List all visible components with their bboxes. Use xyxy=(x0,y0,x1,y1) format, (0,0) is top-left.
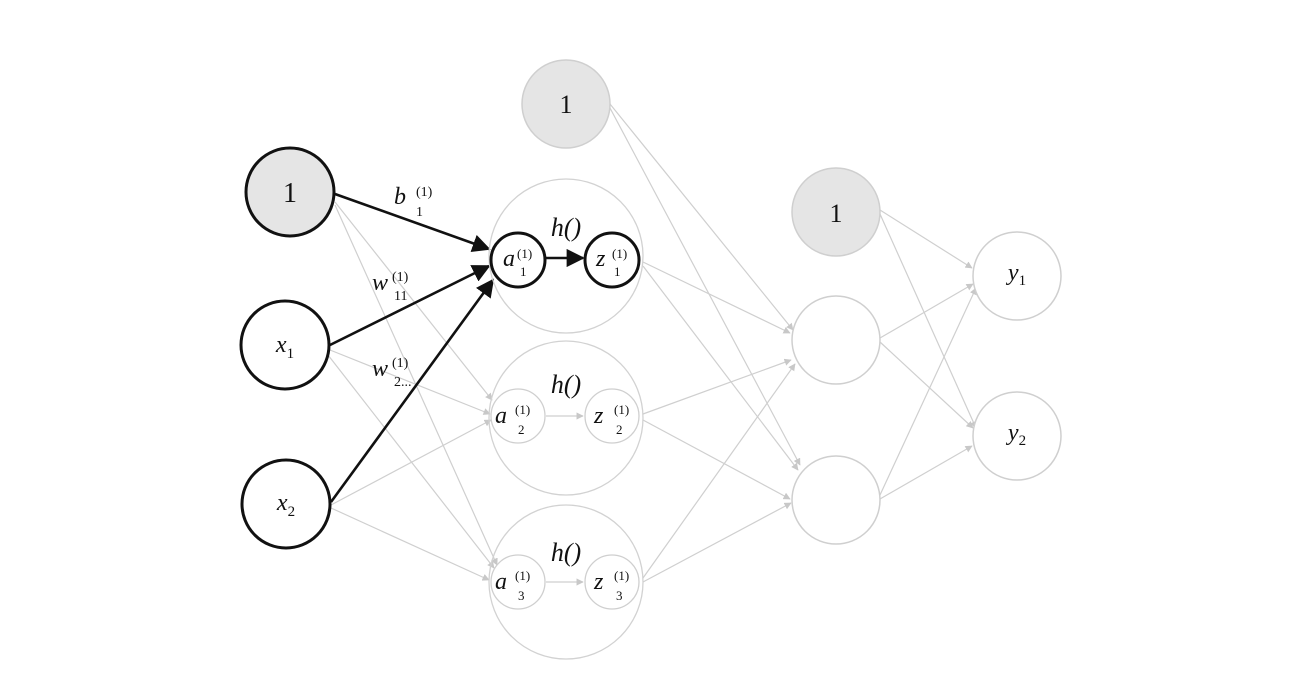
hidden2-bias-label: 1 xyxy=(830,199,843,228)
neuron-1-a-node xyxy=(489,231,547,289)
neuron-2-z-node xyxy=(584,388,640,444)
edge-z1-to-n2 xyxy=(642,265,799,471)
neuron-1-z-node xyxy=(583,231,641,289)
neuron-2-a-base: a xyxy=(495,403,507,429)
edge-n1-to-y1 xyxy=(879,283,974,339)
neuron-3-a-sub: 3 xyxy=(518,588,525,603)
input-bias-node xyxy=(244,146,336,238)
edge-z1-to-n1 xyxy=(642,261,791,334)
edge-x2-to-a1 xyxy=(329,278,495,503)
neuron-2-a-sub: 2 xyxy=(518,422,525,437)
edge-hbias1-to-n2 xyxy=(609,107,801,466)
neuron-1-a-base: a xyxy=(503,246,515,272)
edge-n1-to-y2 xyxy=(879,341,974,429)
neuron-2-z-base: z xyxy=(593,403,604,429)
input-x2-label: x2 xyxy=(276,490,295,520)
output-layer: y1 y2 xyxy=(972,231,1062,481)
hidden-layer-1: 1 h() a (1) 1 z (1) 1 h() a (1) 2 z (1) … xyxy=(488,59,644,660)
neuron-1-z-sup: (1) xyxy=(612,246,627,261)
output-y1-label: y1 xyxy=(1006,260,1026,289)
edge-labels: b (1) 1 w (1) 11 w (1) 2... xyxy=(372,184,433,390)
neuron-3-z-sub: 3 xyxy=(616,588,623,603)
neuron-1-outer xyxy=(488,178,644,334)
neuron-2: h() a (1) 2 z (1) 2 xyxy=(488,340,644,496)
neuron-1-z-sub: 1 xyxy=(614,264,621,279)
bias-weight-sup: (1) xyxy=(416,185,433,200)
hidden2-node-1 xyxy=(791,295,881,385)
edge-z3-to-n2 xyxy=(642,502,792,583)
hidden1-bias-node xyxy=(521,59,611,149)
neuron-3: h() a (1) 3 z (1) 3 xyxy=(488,504,644,660)
neuron-3-a-base: a xyxy=(495,569,507,595)
edge-x1-to-a3 xyxy=(327,354,495,569)
edge-n2-to-y2 xyxy=(879,445,973,500)
neuron-3-z-sup: (1) xyxy=(614,568,629,583)
neuron-3-a-node xyxy=(490,554,546,610)
input-bias-label: 1 xyxy=(283,178,297,209)
w11-sup: (1) xyxy=(392,270,409,285)
w11-label: w xyxy=(372,270,388,296)
input-x2-node xyxy=(240,458,332,550)
input-layer: 1 x1 x2 xyxy=(239,146,336,550)
neuron-1-z-base: z xyxy=(595,246,606,272)
w11-sub: 11 xyxy=(394,289,407,304)
neuron-3-func: h() xyxy=(551,538,581,567)
neuron-2-a-sup: (1) xyxy=(515,402,530,417)
highlighted-edges xyxy=(329,192,585,503)
faded-edges xyxy=(327,103,977,586)
edge-x1-to-a1 xyxy=(329,264,491,347)
hidden2-node-2 xyxy=(791,455,881,545)
edge-x1-to-a2 xyxy=(329,349,491,415)
input-x1-node xyxy=(239,299,331,391)
hidden1-bias-label: 1 xyxy=(560,90,573,119)
output-y2-node xyxy=(972,391,1062,481)
hidden-layer-2: 1 xyxy=(791,167,881,545)
edge-x2-to-a3 xyxy=(330,507,490,581)
neuron-1-func: h() xyxy=(551,213,581,242)
edge-z3-to-n1 xyxy=(642,363,796,579)
neuron-3-a-sup: (1) xyxy=(515,568,530,583)
neuron-1-a-sup: (1) xyxy=(517,246,532,261)
neuron-2-func: h() xyxy=(551,370,581,399)
hidden2-bias-node xyxy=(791,167,881,257)
output-y1-node xyxy=(972,231,1062,321)
w12-label: w xyxy=(372,356,388,382)
w12-sup: (1) xyxy=(392,356,409,371)
neuron-2-z-sup: (1) xyxy=(614,402,629,417)
edge-hbias2-to-y2 xyxy=(879,213,977,429)
neuron-2-z-sub: 2 xyxy=(616,422,623,437)
neuron-2-outer xyxy=(488,340,644,496)
bias-weight-sub: 1 xyxy=(416,205,423,220)
edge-hbias2-to-y1 xyxy=(879,209,973,269)
neuron-3-outer xyxy=(488,504,644,660)
neuron-3-z-base: z xyxy=(593,569,604,595)
edge-n2-to-y1 xyxy=(879,287,977,496)
neuron-2-a-node xyxy=(490,388,546,444)
edge-z2-to-n2 xyxy=(642,419,791,500)
edge-x2-to-a2 xyxy=(330,419,492,506)
neuron-1-a-sub: 1 xyxy=(520,264,527,279)
edge-bias-to-a1 xyxy=(334,192,491,253)
neuron-1: h() a (1) 1 z (1) 1 xyxy=(488,178,644,334)
edge-bias-to-a2 xyxy=(334,201,493,401)
edge-z2-to-n1 xyxy=(642,358,792,415)
output-y2-label: y2 xyxy=(1006,420,1026,449)
bias-weight-label: b xyxy=(394,184,406,210)
neuron-3-z-node xyxy=(584,554,640,610)
input-x1-label: x1 xyxy=(275,332,294,362)
edge-hbias1-to-n1 xyxy=(609,103,794,331)
w12-sub: 2... xyxy=(394,375,412,390)
